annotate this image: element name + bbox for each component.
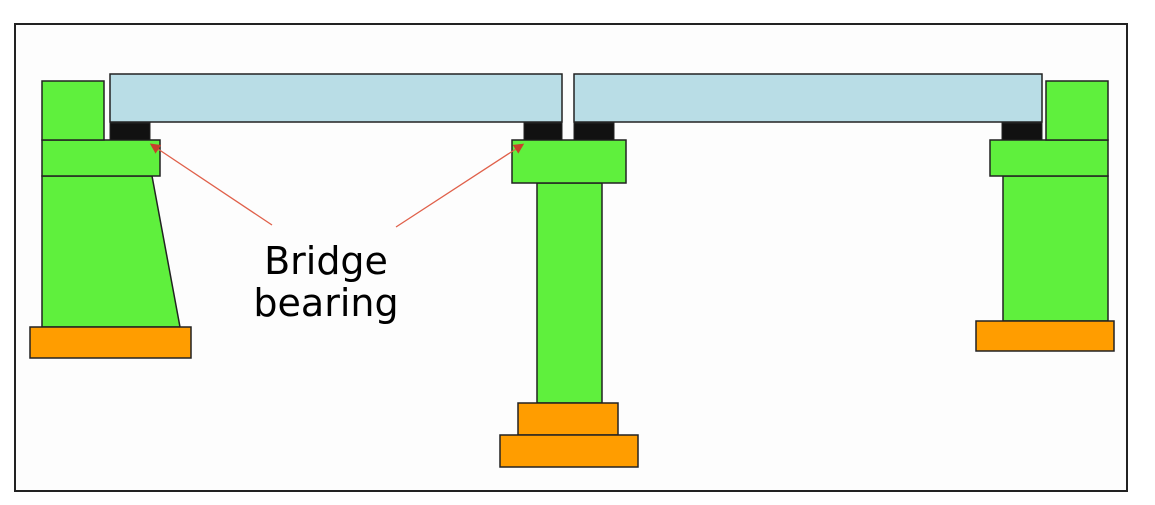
center-pier: [499, 139, 639, 468]
center-bearing-right: [573, 122, 615, 141]
left-abutment-backwall: [41, 80, 105, 141]
leader-line-left: [149, 143, 273, 226]
right-abutment-backwall: [1045, 80, 1109, 141]
left-abutment-cap: [41, 139, 161, 177]
right-abutment-body: [1002, 175, 1109, 322]
center-pier-upper-footing: [517, 402, 619, 436]
left-deck-span: [109, 73, 563, 123]
right-bearing: [1001, 122, 1043, 141]
left-bearing: [109, 122, 151, 141]
right-abutment-cap: [989, 139, 1109, 177]
right-abutment-footing: [975, 320, 1115, 352]
center-pier-column: [536, 182, 603, 404]
left-abutment-footing: [29, 326, 192, 359]
right-abutment: [975, 80, 1115, 352]
center-pier-lower-footing: [499, 434, 639, 468]
leader-line-right: [395, 143, 525, 228]
center-pier-cap: [511, 139, 627, 184]
center-bearing-left: [523, 122, 563, 141]
callout-label-line1: Bridge: [264, 239, 388, 283]
left-abutment: [29, 80, 192, 359]
right-deck-span: [573, 73, 1043, 123]
callout-label-line2: bearing: [253, 281, 398, 325]
